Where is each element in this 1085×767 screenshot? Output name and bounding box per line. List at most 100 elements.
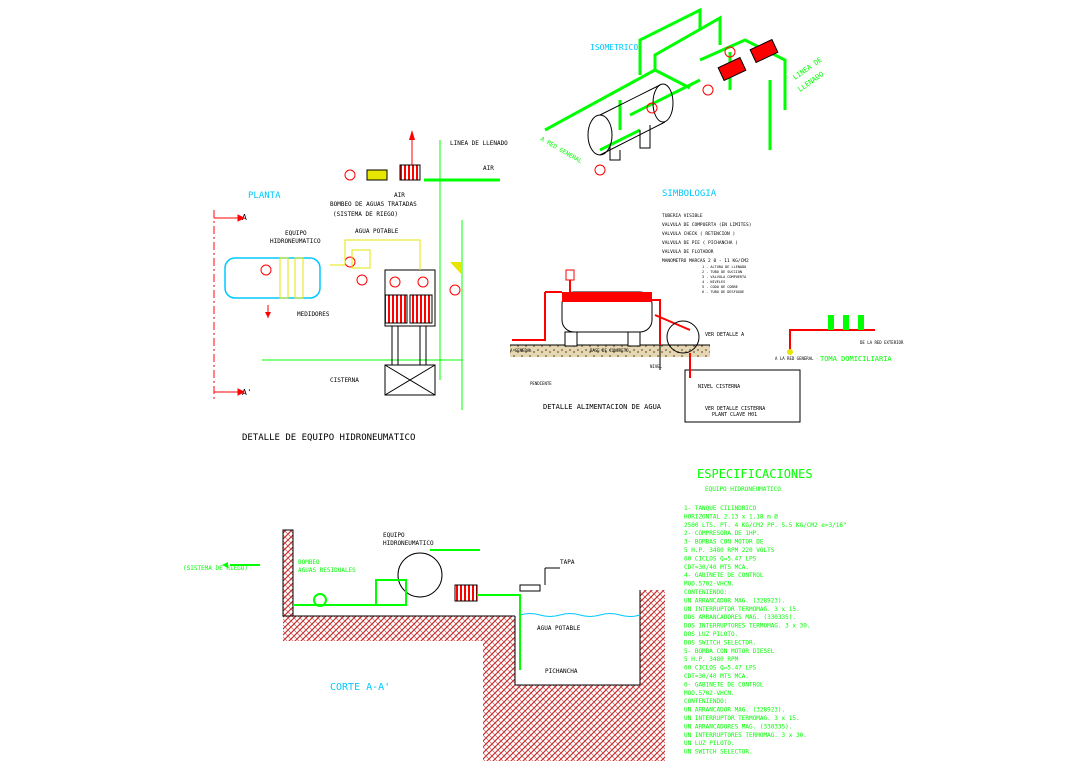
spec-line-22: MOD.5702-VHCN.	[684, 690, 735, 697]
spec-line-15: DOS LUZ PILOTO.	[684, 631, 738, 638]
corte-equipo-2: HIDRONEUMATICO	[383, 540, 434, 547]
isometric-title: ISOMETRICO	[590, 43, 638, 52]
simbologia-subline-4: 5 - CODO DE COBRE	[702, 285, 738, 289]
spec-title: ESPECIFICACIONES	[697, 467, 813, 481]
iso-red-general: A RED GENERAL	[539, 136, 584, 166]
simbologia-lines: TUBERIA VISIBLE VALVULA DE COMPUERTA (EN …	[662, 213, 751, 264]
planta-equipo-2: HIDRONEUMATICO	[270, 238, 321, 245]
toma-domiciliaria: A LA RED GENERAL DE LA RED EXTERIOR TOMA…	[775, 315, 904, 363]
da-pendiente: PENDIENTE	[530, 381, 552, 386]
spec-line-1: HORIZONTAL 2.13 x 1.18 m Ø	[684, 513, 778, 520]
toma-de-la-red: DE LA RED EXTERIOR	[860, 340, 904, 345]
spec-line-14: DOS INTERRUPTORES TERMOMAG. 3 x 30.	[684, 623, 810, 630]
spec-subtitle: EQUIPO HIDRONEUMATICO	[705, 486, 781, 493]
corte-tank	[313, 552, 478, 607]
planta-title: PLANTA	[248, 191, 281, 201]
corte-tapa: TAPA	[560, 559, 575, 566]
toma-domiciliaria-label: TOMA DOMICILIARIA	[820, 355, 892, 363]
planta-linea-llenado: LINEA DE LLENADO	[450, 140, 508, 147]
simbologia-title: SIMBOLOGIA	[662, 189, 717, 199]
simbologia-line-5: MANOMETRO MARCAS 2 0 - 11 KG/CM2	[662, 258, 749, 264]
spec-line-6: 60 CICLOS Q=5.47 LPS	[684, 555, 757, 562]
spec-line-12: UN INTERRUPTOR TERMOMAG. 3 x 15.	[684, 606, 800, 613]
planta-pumps	[344, 164, 462, 327]
spec-lines: 1- TANQUE CILINDRICO HORIZONTAL 2.13 x 1…	[684, 505, 847, 756]
da-base: BASE DE CONCRETO	[590, 348, 629, 353]
spec-line-2: 2500 LTS. PT. 4 KG/CM2 PP. 5.5 KG/CM2 e=…	[684, 522, 847, 529]
da-ver-detalle-cisterna-2: PLANT CLAVE H01	[712, 412, 757, 418]
simbologia-subline-1: 2 - TUBO DE SUCCION	[702, 270, 742, 274]
planta-pipes	[330, 239, 436, 396]
da-ver-detalle: VER DETALLE A	[705, 332, 744, 338]
corte-view: (SISTEMA DE RIEGO) BOMBEO AGUAS RESIDUAL…	[183, 529, 665, 761]
spec-line-9: MOD.5702-VHCN.	[684, 581, 735, 588]
spec-line-27: UN INTERRUPTORES TERMOMAG. 3 x 30.	[684, 732, 807, 739]
iso-tank	[587, 83, 674, 161]
corte-equipo: EQUIPO	[383, 532, 405, 539]
spec-line-5: 5 H.P. 3480 RPM 220 VOLTS	[684, 547, 775, 554]
simbologia-subline-0: 1 - ALTURA DE LLENADO	[702, 265, 746, 269]
spec-line-3: 2- COMPRESORA DE 1HP.	[684, 530, 760, 537]
spec-line-26: UN ARRANCADORES MAG. (330335).	[684, 723, 792, 730]
spec-line-25: UN INTERRUPTOR TERMOMAG. 3 x 15.	[684, 715, 800, 722]
da-ver-detalle-cisterna: VER DETALLE CISTERNA	[705, 406, 765, 412]
planta-arrow	[265, 130, 415, 318]
spec-line-29: UN SWITCH SELECTOR.	[684, 749, 753, 756]
simbologia-line-1: VALVULA DE COMPUERTA (EN LIMITES)	[662, 222, 751, 228]
da-caption: DETALLE ALIMENTACION DE AGUA	[543, 403, 662, 411]
planta-tank	[224, 257, 321, 299]
spec-line-20: CDT=30/40 MTS MCA.	[684, 673, 749, 680]
planta-riego: (SISTEMA DE RIEGO)	[333, 211, 398, 218]
planta-view: PLANTA LINEA DE LLENADO AIR AIR BOMBEO D…	[213, 130, 508, 443]
planta-walls	[262, 140, 500, 410]
planta-air: AIR	[394, 192, 405, 199]
da-nivel: NIVEL	[650, 364, 663, 369]
planta-caption: DETALLE DE EQUIPO HIDRONEUMATICO	[242, 433, 415, 443]
spec-line-7: CDT=30/40 MTS MCA.	[684, 564, 749, 571]
planta-medidores: MEDIDORES	[297, 311, 330, 318]
simbologia-line-3: VALVULA DE PIE ( PICHANCHA )	[662, 240, 738, 246]
spec-line-8: 4- GABINETE DE CONTROL	[684, 572, 764, 579]
especificaciones: ESPECIFICACIONES EQUIPO HIDRONEUMATICO 1…	[684, 467, 847, 756]
planta-section-a: A	[242, 213, 247, 222]
planta-cisterna: CISTERNA	[330, 377, 359, 384]
isometric-view: ISOMETRICO LINEA DE LL	[539, 7, 825, 176]
simbologia-line-2: VALVULA CHECK ( RETENCION )	[662, 231, 735, 237]
planta-equipo: EQUIPO	[285, 230, 307, 237]
spec-line-28: UN LUZ PILOTO.	[684, 740, 735, 747]
detalle-alimentacion: VER DETALLE A A GENERAL BASE DE CONCRETO…	[510, 269, 904, 423]
toma-a-red: A LA RED GENERAL	[775, 356, 814, 361]
simbologia-subline-3: 4 - NIVELES	[702, 280, 725, 284]
da-nivel-cisterna: NIVEL CISTERNA	[698, 384, 740, 390]
spec-line-19: 60 CICLOS Q=5.47 LPS	[684, 665, 757, 672]
corte-agua-potable: AGUA POTABLE	[537, 625, 581, 632]
spec-line-13: DOS ARRANCADORES MAG. (330335).	[684, 614, 796, 621]
spec-line-17: 5- BOMBA CON MOTOR DIESEL	[684, 648, 775, 655]
simbologia: SIMBOLOGIA TUBERIA VISIBLE VALVULA DE COM…	[662, 189, 751, 294]
simbologia-subline-2: 3 - VALVULA COMPUERTA	[702, 275, 747, 279]
iso-pumps	[594, 38, 779, 176]
spec-line-24: UN ARRANCADOR MAG. (328923).	[684, 707, 785, 714]
spec-line-21: 6- GABINETE DE CONTROL	[684, 681, 764, 688]
spec-line-4: 3- BOMBAS CON MOTOR DE	[684, 539, 764, 546]
corte-title: CORTE A-A'	[330, 682, 390, 693]
simbologia-line-0: TUBERIA VISIBLE	[662, 213, 703, 219]
simbologia-subline-5: 6 - TUBO DE DESFOGUE	[702, 290, 744, 294]
spec-line-0: 1- TANQUE CILINDRICO	[684, 505, 757, 512]
simbologia-line-4: VALVULA DE FLOTADOR	[662, 249, 714, 255]
planta-air-2: AIR	[483, 165, 494, 172]
planta-agua-potable: AGUA POTABLE	[355, 228, 399, 235]
spec-line-11: UN ARRANCADOR MAG. (328923).	[684, 597, 785, 604]
planta-bombeo: BOMBEO DE AGUAS TRATADAS	[330, 201, 417, 208]
section-line-a	[213, 210, 246, 400]
corte-bombeo: BOMBEO	[298, 559, 320, 566]
spec-line-16: DOS SWITCH SELECTOR.	[684, 639, 756, 646]
corte-sistema-riego: (SISTEMA DE RIEGO)	[183, 565, 248, 572]
spec-line-10: CONTENIENDO:	[684, 589, 727, 596]
da-tank	[561, 291, 653, 347]
da-a-general: A GENERAL	[510, 348, 532, 353]
spec-line-18: 5 H.P. 3480 RPM	[684, 656, 739, 663]
corte-pichancha: PICHANCHA	[545, 668, 578, 675]
spec-line-23: CONTENIENDO:	[684, 698, 727, 705]
